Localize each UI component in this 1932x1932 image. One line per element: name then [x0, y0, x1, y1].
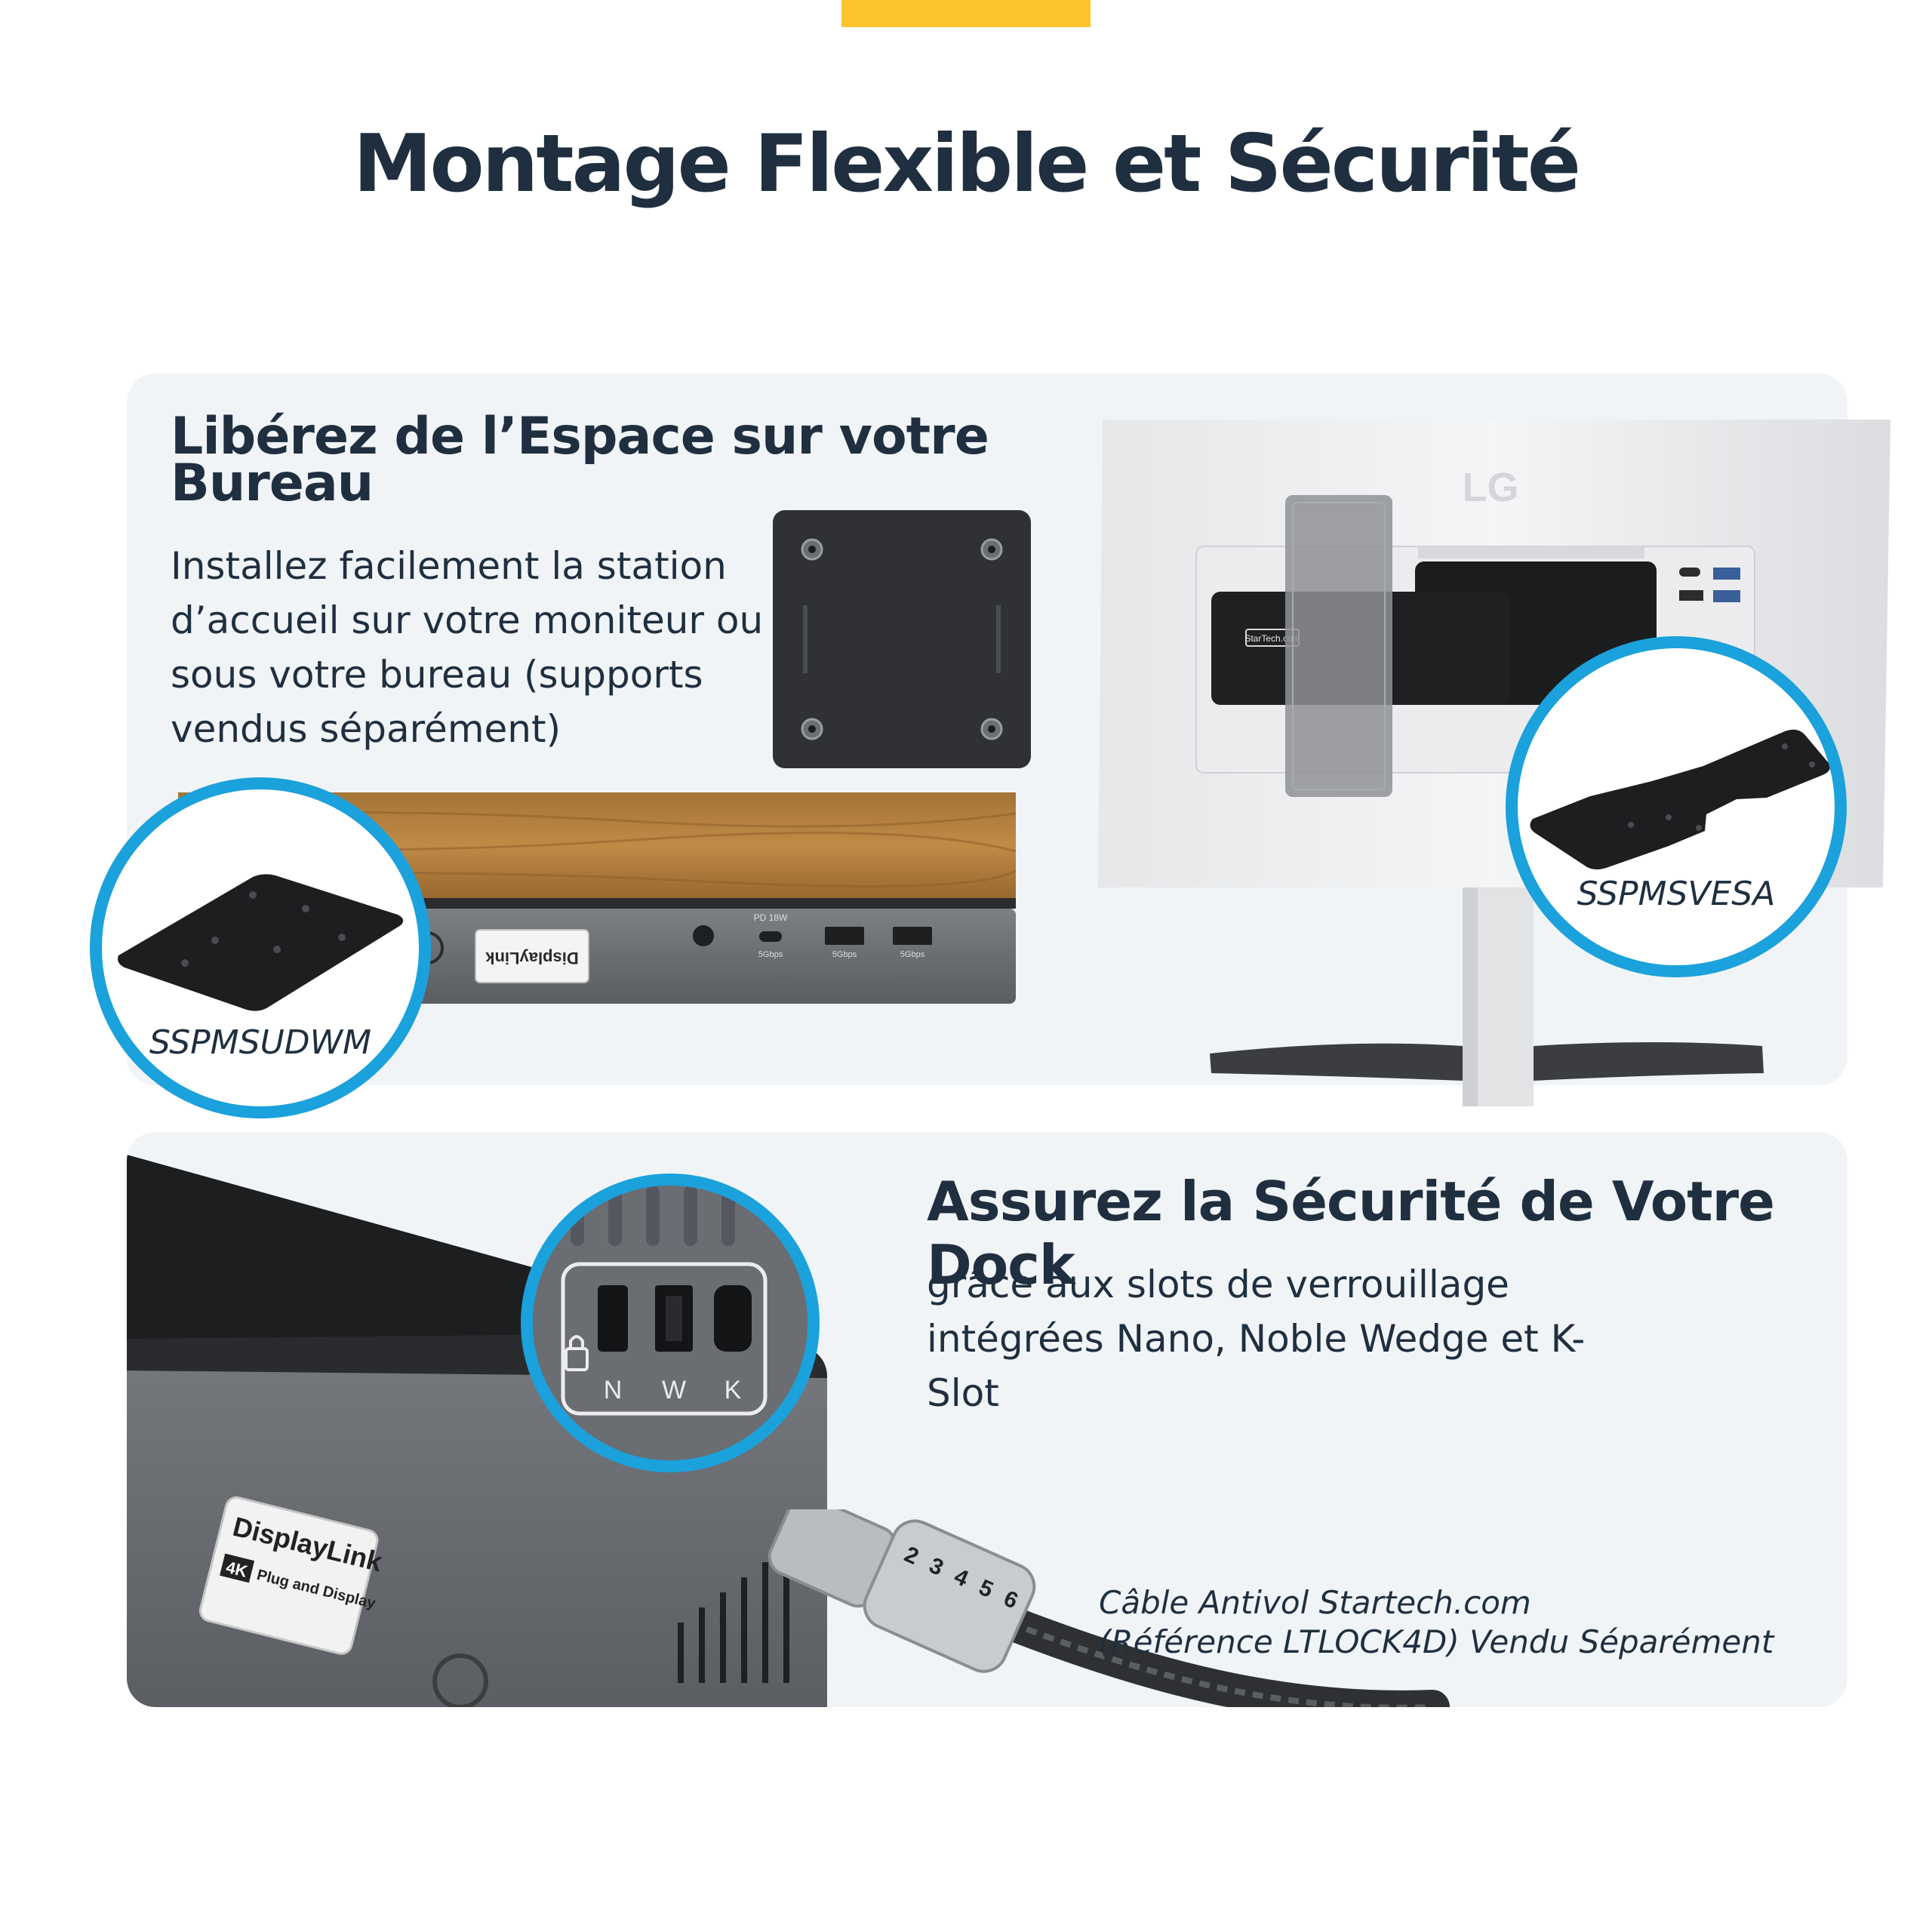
mounting-description-line: Installez facilement la station — [171, 544, 727, 588]
security-description-line: Slot — [927, 1371, 999, 1415]
lock-caption: Câble Antivol Startech.com (Référence LT… — [1099, 1583, 1778, 1662]
page-title: Montage Flexible et Sécurité — [353, 118, 1581, 210]
under-desk-model-label: SSPMSUDWM — [149, 1023, 372, 1062]
monitor-brand-logo: LG — [1463, 465, 1519, 510]
slot-letter-w: W — [662, 1376, 686, 1404]
slot-letter-n: N — [604, 1376, 623, 1404]
mounting-heading: Libérez de l’Espace sur votre Bureau — [171, 407, 989, 513]
security-description: grâce aux slots de verrouillage intégrée… — [927, 1257, 1606, 1420]
mounting-plate-image — [773, 510, 1031, 768]
vesa-bracket-image — [1530, 729, 1830, 869]
mounting-description-line: vendus séparément) — [171, 707, 561, 751]
dock-port-label: 5Gbps — [758, 950, 783, 959]
vesa-model-label: SSPMSVESA — [1577, 875, 1776, 913]
mounting-description: Installez facilement la station d’accuei… — [171, 539, 774, 756]
security-heading: Assurez la Sécurité de Votre Dock — [927, 1170, 1775, 1297]
lock-slots-callout: N W K — [521, 1174, 820, 1472]
dock-displaylink-label: DisplayLink — [485, 949, 578, 968]
vesa-bracket-callout: SSPMSVESA — [1506, 636, 1847, 977]
mounting-heading-line1: Libérez de l’Espace sur votre — [171, 407, 989, 466]
accent-bar — [841, 0, 1091, 27]
under-desk-bracket-image — [118, 874, 404, 1011]
lock-slots-image: N W K — [533, 1186, 808, 1460]
mounting-heading-line2: Bureau — [171, 454, 374, 513]
lock-cable-image: 2 3 4 5 6 — [768, 1509, 1450, 1707]
lock-caption-line2: (Référence LTLOCK4D) Vendu Séparément — [1099, 1623, 1774, 1660]
lock-caption-line1: Câble Antivol Startech.com — [1099, 1584, 1531, 1621]
security-description-line: intégrées Nano, Noble Wedge et K- — [927, 1317, 1586, 1361]
dock-port-label: 5Gbps — [900, 950, 925, 959]
under-desk-bracket-callout: SSPMSUDWM — [90, 777, 431, 1118]
dock-pd-label: PD 18W — [754, 912, 788, 923]
slot-letter-k: K — [724, 1376, 742, 1404]
security-panel: DisplayLink 4K Plug and Display 2 3 4 5 … — [127, 1132, 1847, 1707]
security-description-line: grâce aux slots de verrouillage — [927, 1263, 1509, 1306]
dock-port-label: 5Gbps — [832, 950, 857, 959]
mounting-description-line: sous votre bureau (supports — [171, 653, 703, 697]
mounting-description-line: d’accueil sur votre moniteur ou — [171, 598, 764, 642]
